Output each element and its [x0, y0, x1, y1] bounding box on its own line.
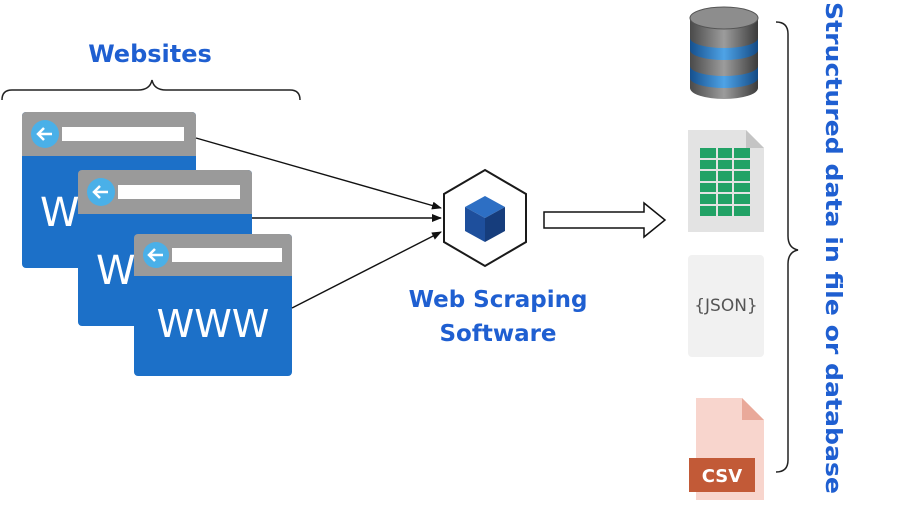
output-label: Structured data in file or database	[820, 2, 845, 494]
database-icon	[689, 6, 759, 99]
software-label-line2: Software	[439, 321, 556, 347]
hollow-arrow	[543, 201, 667, 239]
browser-text: W	[96, 248, 136, 294]
csv-file-icon: CSV	[689, 398, 764, 500]
cube-icon	[443, 168, 527, 268]
output-bracket	[775, 21, 799, 473]
websites-label: Websites	[88, 40, 212, 68]
software-label-line1: Web Scraping	[409, 287, 588, 313]
websites-bracket	[1, 79, 301, 101]
arrow-site3-to-software	[291, 231, 442, 309]
json-file-icon: {JSON}	[688, 255, 764, 357]
arrow-site1-to-software	[195, 137, 442, 210]
browser-text: WWW	[157, 302, 270, 346]
csv-label: CSV	[702, 466, 743, 487]
json-label: {JSON}	[694, 296, 758, 316]
spreadsheet-icon	[688, 130, 764, 232]
browser-text: W	[40, 190, 80, 236]
browser-window-3: WWW	[134, 234, 292, 376]
